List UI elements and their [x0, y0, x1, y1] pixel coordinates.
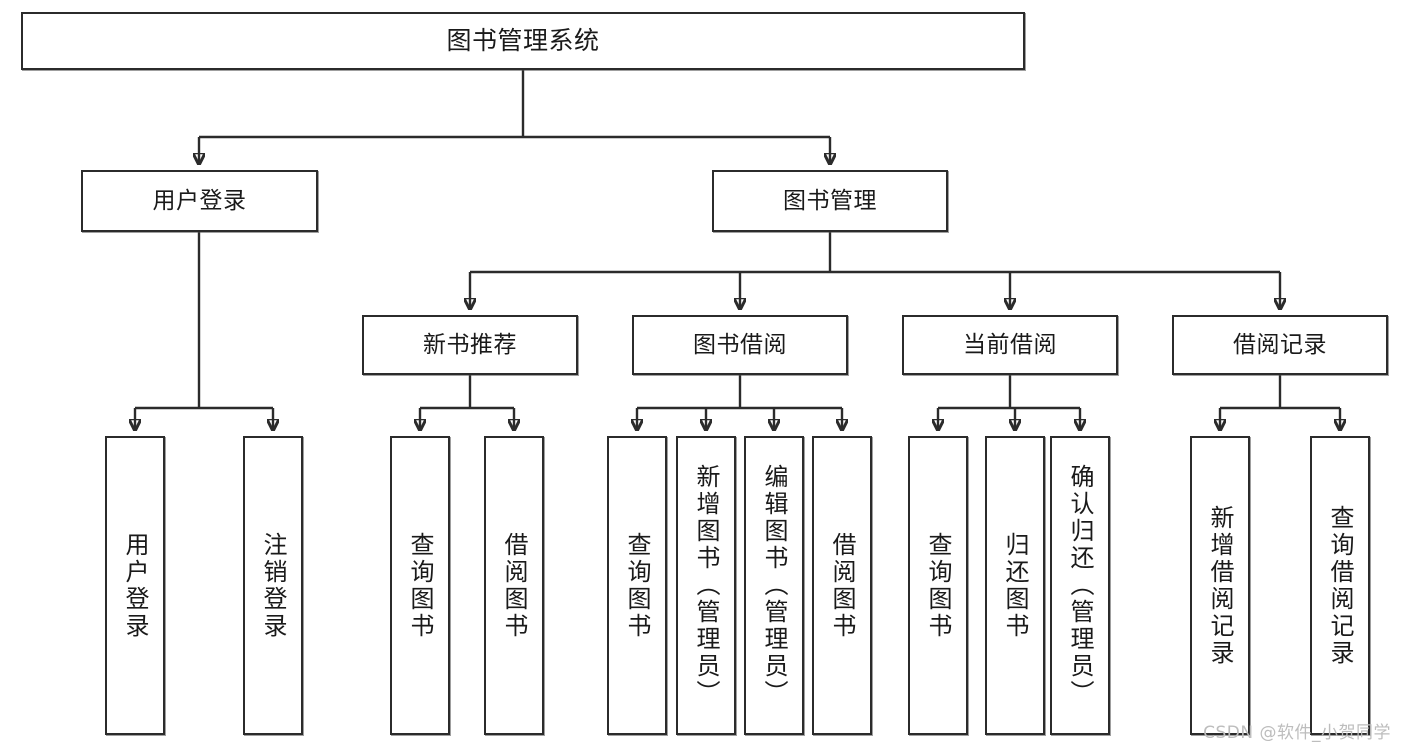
node-leaf-logout[interactable]: 注销登录: [243, 436, 303, 735]
node-leaf-logout-label: 注销登录: [259, 531, 287, 640]
node-leaf-add-book-label: 新增图书（管理员）: [692, 464, 720, 707]
node-leaf-return-book-label: 归还图书: [1001, 531, 1029, 640]
node-leaf-query-book-1-label: 查询图书: [406, 531, 434, 640]
node-new-book-recommend[interactable]: 新书推荐: [362, 315, 578, 375]
node-root-label: 图书管理系统: [446, 25, 600, 55]
node-borrow-record-label: 借阅记录: [1233, 331, 1327, 358]
node-leaf-add-record[interactable]: 新增借阅记录: [1190, 436, 1250, 735]
node-leaf-query-book-2[interactable]: 查询图书: [607, 436, 667, 735]
node-book-borrow[interactable]: 图书借阅: [632, 315, 848, 375]
node-user-login[interactable]: 用户登录: [81, 170, 318, 232]
node-book-manage-label: 图书管理: [783, 187, 877, 214]
node-new-book-recommend-label: 新书推荐: [423, 331, 517, 358]
node-leaf-borrow-book-1-label: 借阅图书: [500, 531, 528, 640]
node-leaf-user-login-label: 用户登录: [121, 531, 149, 640]
node-leaf-query-book-2-label: 查询图书: [623, 531, 651, 640]
node-leaf-query-record[interactable]: 查询借阅记录: [1310, 436, 1370, 735]
watermark-text: CSDN @软件_小贺同学: [1203, 723, 1391, 743]
node-root[interactable]: 图书管理系统: [21, 12, 1025, 70]
node-leaf-borrow-book-2[interactable]: 借阅图书: [812, 436, 872, 735]
node-book-manage[interactable]: 图书管理: [712, 170, 948, 232]
node-leaf-query-book-3-label: 查询图书: [924, 531, 952, 640]
node-borrow-record[interactable]: 借阅记录: [1172, 315, 1388, 375]
node-leaf-add-book[interactable]: 新增图书（管理员）: [676, 436, 736, 735]
node-leaf-edit-book[interactable]: 编辑图书（管理员）: [744, 436, 804, 735]
node-leaf-edit-book-label: 编辑图书（管理员）: [760, 464, 788, 707]
node-leaf-user-login[interactable]: 用户登录: [105, 436, 165, 735]
node-book-borrow-label: 图书借阅: [693, 331, 787, 358]
node-leaf-borrow-book-2-label: 借阅图书: [828, 531, 856, 640]
node-leaf-borrow-book-1[interactable]: 借阅图书: [484, 436, 544, 735]
node-user-login-label: 用户登录: [152, 187, 247, 214]
node-leaf-add-record-label: 新增借阅记录: [1206, 504, 1234, 667]
node-leaf-confirm-return-label: 确认归还（管理员）: [1066, 464, 1094, 707]
node-leaf-query-record-label: 查询借阅记录: [1326, 504, 1354, 667]
node-leaf-query-book-1[interactable]: 查询图书: [390, 436, 450, 735]
node-leaf-query-book-3[interactable]: 查询图书: [908, 436, 968, 735]
node-current-borrow[interactable]: 当前借阅: [902, 315, 1118, 375]
node-leaf-confirm-return[interactable]: 确认归还（管理员）: [1050, 436, 1110, 735]
node-current-borrow-label: 当前借阅: [963, 331, 1057, 358]
node-leaf-return-book[interactable]: 归还图书: [985, 436, 1045, 735]
